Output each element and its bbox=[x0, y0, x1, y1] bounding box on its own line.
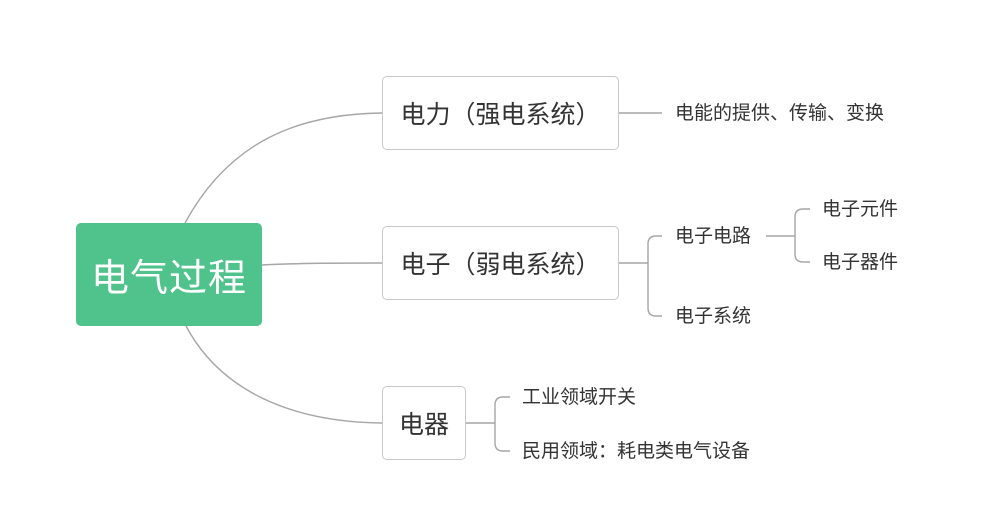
subtopic-electronic-device[interactable]: 电子器件 bbox=[822, 251, 899, 273]
subtopic-electronic-component[interactable]: 电子元件 bbox=[822, 198, 899, 220]
subtopic-electronic-circuit[interactable]: 电子电路 bbox=[675, 225, 752, 247]
subtopic-electronic-system[interactable]: 电子系统 bbox=[675, 305, 752, 327]
connector-weak-circuit bbox=[647, 235, 662, 263]
connector-circuit-comp bbox=[794, 208, 810, 236]
connector-weak-system bbox=[647, 263, 662, 317]
connector-appliance-civil bbox=[494, 423, 510, 452]
topic-appliance[interactable]: 电器 bbox=[382, 386, 466, 460]
topic-strong-current[interactable]: 电力（强电系统） bbox=[382, 76, 619, 150]
topic-weak-current[interactable]: 电子（弱电系统） bbox=[382, 226, 619, 300]
connector-appliance-ind bbox=[494, 396, 510, 423]
subtopic-industrial-switch[interactable]: 工业领域开关 bbox=[522, 386, 637, 408]
subtopic-civil-equipment[interactable]: 民用领域：耗电类电气设备 bbox=[522, 440, 751, 462]
connector-root-weak bbox=[261, 262, 383, 266]
connector-circuit-device bbox=[794, 236, 810, 263]
connector-root-appliance bbox=[185, 325, 383, 424]
subtopic-power-supply[interactable]: 电能的提供、传输、变换 bbox=[675, 102, 885, 124]
connector-root-strong bbox=[184, 112, 383, 224]
root-topic[interactable]: 电气过程 bbox=[76, 223, 262, 326]
